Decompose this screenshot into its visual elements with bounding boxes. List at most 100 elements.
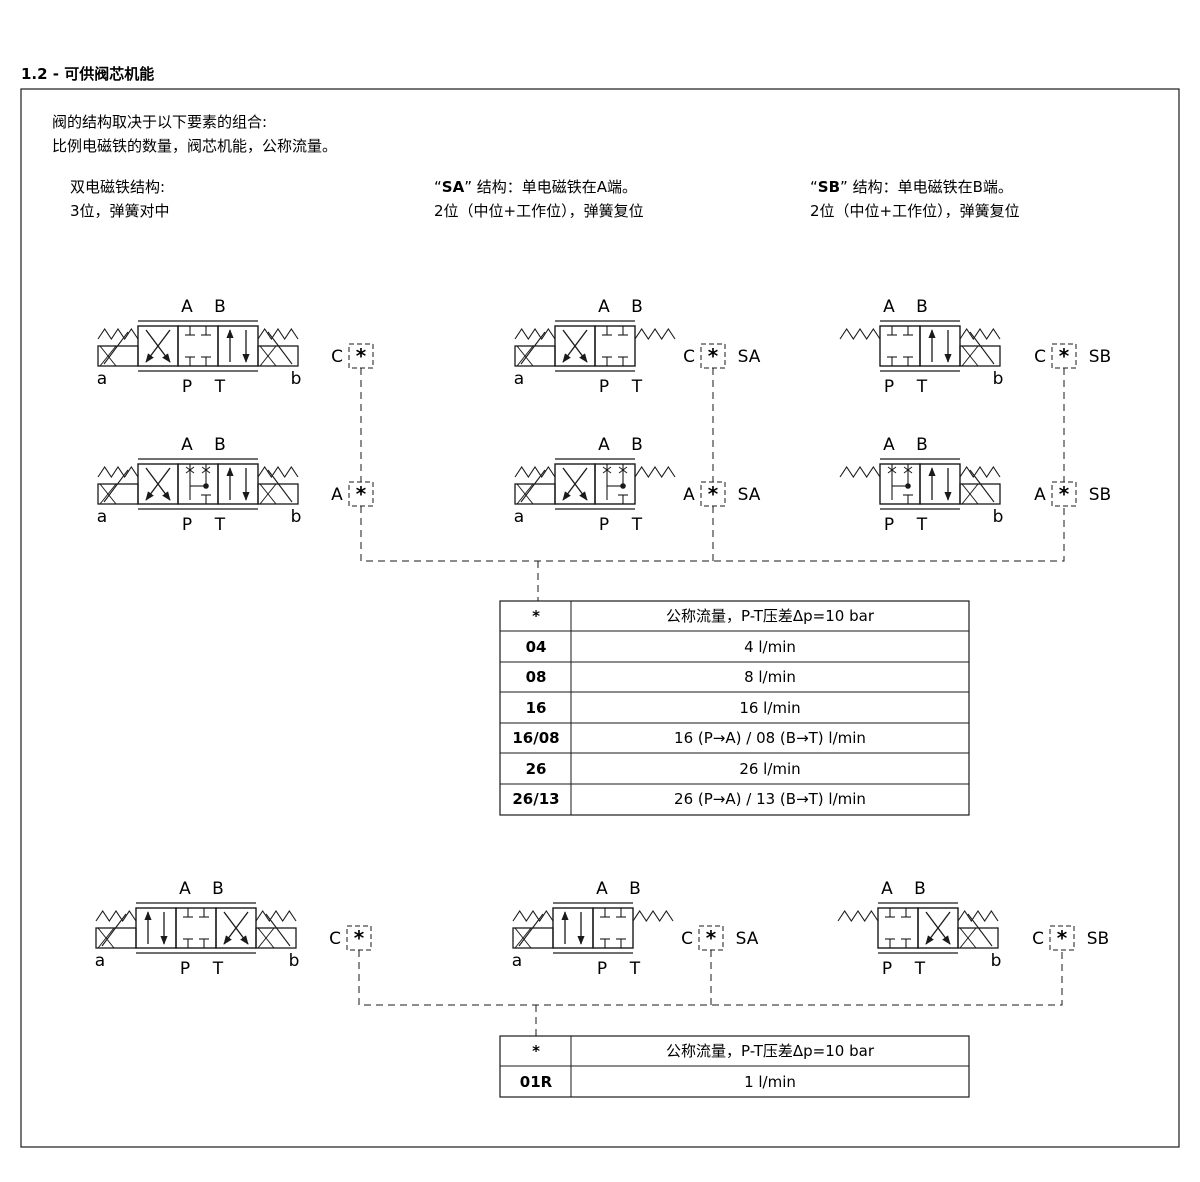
spring-icon bbox=[257, 328, 299, 340]
table1-row-flow: 26 l/min bbox=[739, 760, 800, 778]
table1-row-flow: 26 (P→A) / 13 (B→T) l/min bbox=[674, 790, 866, 808]
code-suffix: SB bbox=[1089, 485, 1111, 505]
col3-subheading: 2位（中位+工作位），弹簧复位 bbox=[810, 202, 1020, 220]
code-marker: *C bbox=[331, 343, 374, 369]
solenoid-icon bbox=[95, 927, 137, 949]
spool-position-box bbox=[877, 907, 919, 949]
spring-icon bbox=[634, 466, 676, 478]
code-suffix: SA bbox=[736, 929, 759, 949]
intro-line-1: 阀的结构取决于以下要素的组合: bbox=[52, 113, 267, 131]
port-label-t: T bbox=[629, 959, 641, 979]
spool-position-box bbox=[879, 325, 921, 367]
port-label-p: P bbox=[180, 959, 190, 979]
port-label-p: P bbox=[882, 959, 892, 979]
solenoid-label-b: b bbox=[291, 507, 302, 527]
code-prefix: C bbox=[681, 929, 693, 949]
port-label-t: T bbox=[916, 377, 928, 397]
spring-icon bbox=[634, 328, 676, 340]
spool-position-box bbox=[177, 325, 219, 367]
port-label-t: T bbox=[916, 515, 928, 535]
port-label-t: T bbox=[914, 959, 926, 979]
code-suffix: SB bbox=[1087, 929, 1109, 949]
port-label-p: P bbox=[599, 515, 609, 535]
code-marker: * C SB bbox=[1032, 925, 1109, 951]
spring-icon bbox=[512, 910, 554, 922]
dashed-connector bbox=[358, 950, 1063, 1006]
dashed-connectors bbox=[358, 368, 1065, 1036]
table1-header-flow: 公称流量，P-T压差Δp=10 bar bbox=[666, 607, 875, 625]
code-star: * bbox=[708, 482, 719, 506]
port-label-b: B bbox=[631, 435, 643, 455]
table1-row-flow: 4 l/min bbox=[744, 638, 796, 656]
col2-heading: “SA” 结构：单电磁铁在A端。 bbox=[434, 178, 637, 196]
table2-header-flow: 公称流量，P-T压差Δp=10 bar bbox=[666, 1042, 875, 1060]
spool-position-box bbox=[919, 463, 961, 505]
code-prefix: C bbox=[331, 347, 343, 367]
solenoid-label-a: a bbox=[512, 951, 522, 971]
solenoid-icon bbox=[514, 345, 556, 367]
table1-row-flow: 16 l/min bbox=[739, 699, 800, 717]
flow-table-main: * 公称流量，P-T压差Δp=10 bar 04 4 l/min 08 8 l/… bbox=[499, 600, 970, 816]
table2-row-flow: 1 l/min bbox=[744, 1073, 796, 1091]
spring-icon bbox=[957, 910, 999, 922]
code-prefix: A bbox=[1034, 485, 1046, 505]
code-star: * bbox=[1059, 482, 1070, 506]
content-frame bbox=[20, 88, 1180, 1148]
spool-position-box bbox=[879, 463, 921, 505]
solenoid-label-b: b bbox=[289, 951, 300, 971]
table1-row-code: 26/13 bbox=[512, 790, 559, 808]
code-prefix: C bbox=[329, 929, 341, 949]
code-star: * bbox=[356, 482, 367, 506]
code-prefix: C bbox=[683, 347, 695, 367]
spring-icon bbox=[837, 910, 879, 922]
table1-header-code: * bbox=[532, 607, 540, 625]
solenoid-label-a: a bbox=[514, 507, 524, 527]
spring-icon bbox=[514, 466, 556, 478]
spool-position-box bbox=[175, 907, 217, 949]
port-label-b: B bbox=[916, 435, 928, 455]
spool-position-box bbox=[217, 325, 259, 367]
spool-position-box bbox=[592, 907, 634, 949]
table2-header-code: * bbox=[532, 1042, 540, 1060]
table1-row-flow: 8 l/min bbox=[744, 668, 796, 686]
table1-row-flow: 16 (P→A) / 08 (B→T) l/min bbox=[674, 729, 866, 747]
spring-icon bbox=[255, 910, 297, 922]
port-label-t: T bbox=[631, 377, 643, 397]
solenoid-label-b: b bbox=[993, 507, 1004, 527]
spring-icon bbox=[959, 328, 1001, 340]
dashed-connector bbox=[360, 506, 1065, 562]
spring-icon bbox=[95, 910, 137, 922]
col1-subheading: 3位，弹簧对中 bbox=[70, 202, 170, 220]
port-label-b: B bbox=[914, 879, 926, 899]
solenoid-icon bbox=[257, 345, 299, 367]
spring-icon bbox=[257, 466, 299, 478]
spring-icon bbox=[959, 466, 1001, 478]
solenoid-label-b: b bbox=[291, 369, 302, 389]
code-star: * bbox=[706, 926, 717, 950]
code-star: * bbox=[708, 344, 719, 368]
code-star: * bbox=[1057, 926, 1068, 950]
port-label-t: T bbox=[631, 515, 643, 535]
solenoid-icon bbox=[97, 483, 139, 505]
solenoid-icon bbox=[959, 483, 1001, 505]
spool-position-box bbox=[135, 907, 177, 949]
code-prefix: C bbox=[1032, 929, 1044, 949]
code-prefix: A bbox=[331, 485, 343, 505]
code-star: * bbox=[354, 926, 365, 950]
solenoid-label-b: b bbox=[993, 369, 1004, 389]
col1-heading: 双电磁铁结构: bbox=[70, 178, 165, 196]
solenoid-icon bbox=[255, 927, 297, 949]
col3-heading: “SB” 结构：单电磁铁在B端。 bbox=[810, 178, 1013, 196]
port-label-b: B bbox=[629, 879, 641, 899]
spool-position-box bbox=[594, 463, 636, 505]
table1-row-code: 04 bbox=[526, 638, 547, 656]
solenoid-icon bbox=[257, 483, 299, 505]
